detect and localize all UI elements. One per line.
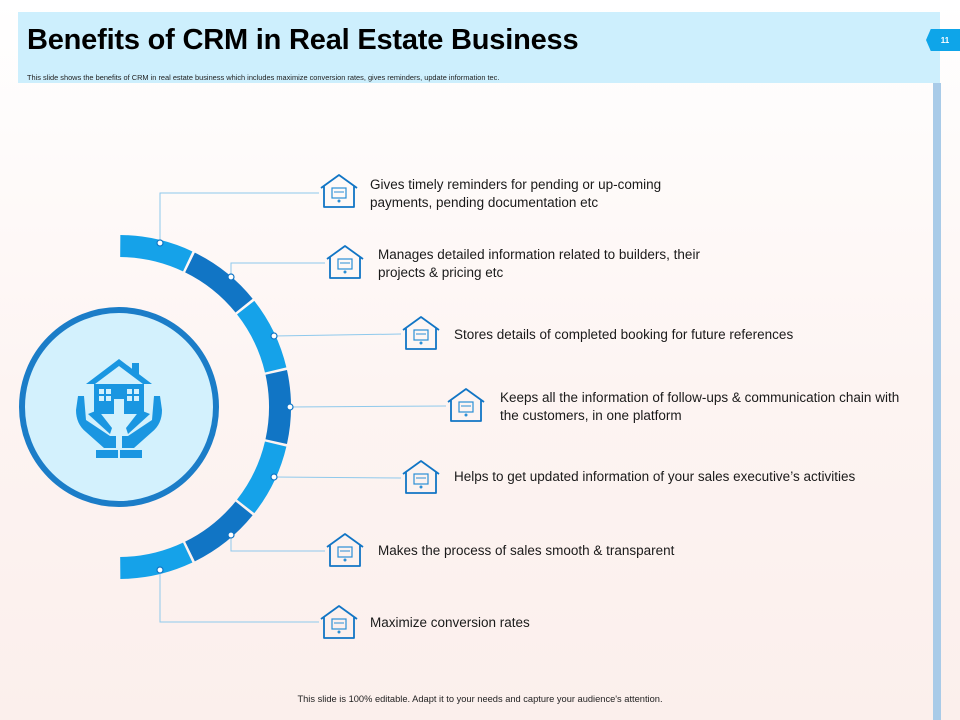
connector-line-5 <box>273 476 402 479</box>
bullet-dot-6 <box>227 531 235 539</box>
title-banner: Benefits of CRM in Real Estate Business … <box>18 12 940 83</box>
arc-segment-5 <box>237 441 287 514</box>
page-number-badge: 11 <box>926 29 960 51</box>
bullet-dots <box>156 239 294 574</box>
connectors <box>159 192 447 623</box>
benefit-icons <box>320 174 485 639</box>
bullet-dot-3 <box>270 332 278 340</box>
bullet-dot-7 <box>156 566 164 574</box>
bullet-dot-5 <box>270 473 278 481</box>
page-number: 11 <box>940 35 950 45</box>
arc-segment-7 <box>120 542 193 579</box>
house-team-icon <box>447 388 485 422</box>
benefit-text-1: Gives timely reminders for pending or up… <box>370 177 662 210</box>
house-ledger-icon <box>402 316 440 350</box>
benefit-text-2: Manages detailed information related to … <box>378 247 700 280</box>
slide-subtitle: This slide shows the benefits of CRM in … <box>27 73 500 82</box>
bullet-dot-4 <box>286 403 294 411</box>
arc-segment-1 <box>120 235 193 272</box>
house-person-icon <box>326 245 364 279</box>
benefit-text-7: Maximize conversion rates <box>370 615 530 630</box>
house-funnel-icon <box>320 605 358 639</box>
arc-segment-6 <box>185 501 253 562</box>
arc-segment-2 <box>185 252 253 313</box>
house-calendar-icon <box>320 174 358 208</box>
connector-line-3 <box>273 333 402 337</box>
footer-note: This slide is 100% editable. Adapt it to… <box>297 694 663 704</box>
benefit-text-3: Stores details of completed booking for … <box>454 327 794 342</box>
benefit-text-6: Makes the process of sales smooth & tran… <box>378 543 675 558</box>
bullet-dot-1 <box>156 239 164 247</box>
bullet-dot-2 <box>227 273 235 281</box>
side-accent-bar <box>933 83 941 720</box>
slide-title: Benefits of CRM in Real Estate Business <box>27 24 579 56</box>
benefit-text-4: Keeps all the information of follow-ups … <box>500 390 900 423</box>
arc-segment-3 <box>237 300 287 373</box>
connector-line-1 <box>159 192 319 243</box>
house-in-hands-icon <box>76 359 162 458</box>
arc-segments <box>120 235 291 579</box>
center-emblem <box>19 307 219 507</box>
connector-line-7 <box>159 570 319 623</box>
house-network-icon <box>402 460 440 494</box>
house-gears-icon <box>326 533 364 567</box>
connector-line-6 <box>230 535 325 552</box>
connector-line-2 <box>230 262 325 277</box>
benefits-diagram <box>19 174 485 639</box>
connector-line-4 <box>289 405 447 408</box>
arc-segment-4 <box>265 370 291 444</box>
benefit-text-5: Helps to get updated information of your… <box>454 469 856 484</box>
